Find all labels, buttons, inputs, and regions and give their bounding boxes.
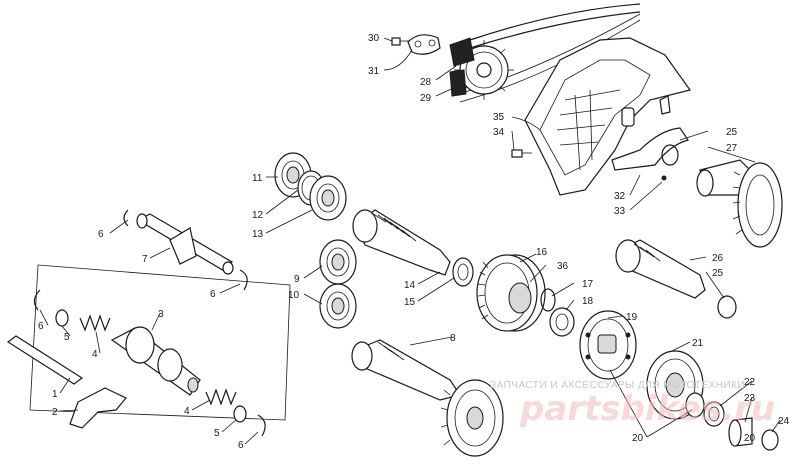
leader-lines <box>39 37 781 445</box>
bearing-10 <box>319 283 357 329</box>
clip-6-bottom <box>257 414 266 437</box>
output-shaft-26 <box>615 239 706 299</box>
shift-rod <box>6 335 84 385</box>
snap-ring-24 <box>761 429 779 451</box>
front-sprocket <box>449 37 514 100</box>
spring-4-top <box>79 314 111 332</box>
washer-5-bottom <box>233 405 247 423</box>
label-26: 26 <box>712 253 724 264</box>
washer-5-top <box>55 309 69 327</box>
label-5-bottom: 5 <box>214 428 220 439</box>
label-3: 3 <box>158 309 164 320</box>
sprocket-cover <box>524 37 692 196</box>
label-24: 24 <box>778 416 790 427</box>
label-6-drum-bottom: 6 <box>238 440 244 451</box>
label-12: 12 <box>252 210 264 221</box>
label-7: 7 <box>142 254 148 265</box>
label-5-top: 5 <box>64 332 70 343</box>
clip-6-left <box>33 289 41 311</box>
callouts: 30 31 28 29 35 34 25 27 32 33 11 12 13 9… <box>38 33 790 451</box>
label-9: 9 <box>294 274 300 285</box>
label-25-bottom: 25 <box>712 268 724 279</box>
watermark-logo: partsbikes.ru <box>519 389 775 429</box>
label-34: 34 <box>493 127 505 138</box>
label-32: 32 <box>614 191 626 202</box>
label-2: 2 <box>52 407 58 418</box>
label-35: 35 <box>493 112 505 123</box>
ring-25-bottom <box>717 295 737 319</box>
label-18: 18 <box>582 296 594 307</box>
bushing-18 <box>549 307 575 337</box>
label-6-drum-left: 6 <box>38 321 44 332</box>
bushing-22 <box>703 401 725 427</box>
label-4-bottom: 4 <box>184 406 190 417</box>
spring-4-bottom <box>205 388 237 406</box>
counter-shaft <box>351 339 504 457</box>
label-6-shaft-top: 6 <box>98 229 104 240</box>
label-29: 29 <box>420 93 432 104</box>
label-27: 27 <box>726 143 738 154</box>
label-21: 21 <box>692 338 704 349</box>
label-11: 11 <box>252 173 263 184</box>
bolt-34 <box>511 149 532 158</box>
label-8: 8 <box>450 333 456 344</box>
washer-15 <box>452 257 474 287</box>
bearing-9 <box>319 239 357 285</box>
retainer-plate <box>407 34 441 55</box>
label-25-top: 25 <box>726 127 738 138</box>
label-28: 28 <box>420 77 432 88</box>
output-shaft-27 <box>696 159 783 248</box>
watermark-caption: ЗАПЧАСТИ И АКСЕССУАРЫ ДЛЯ МОТОТЕХНИКИ <box>490 380 745 391</box>
label-20-left: 20 <box>632 433 644 444</box>
bearing-13 <box>309 175 347 221</box>
label-16: 16 <box>536 247 548 258</box>
shift-drum-box <box>29 264 291 421</box>
label-4-top: 4 <box>92 349 98 360</box>
label-23: 23 <box>744 393 756 404</box>
label-20-right: 20 <box>744 433 756 444</box>
snap-ring-17 <box>540 288 556 312</box>
label-15: 15 <box>404 297 416 308</box>
gear-16 <box>476 254 546 332</box>
label-33: 33 <box>614 206 626 217</box>
shift-fork <box>69 387 127 429</box>
watermark: ЗАПЧАСТИ И АКСЕССУАРЫ ДЛЯ МОТОТЕХНИКИ pa… <box>490 380 775 429</box>
shift-drum <box>110 326 201 396</box>
bearing-23 <box>728 417 753 447</box>
clip-6-top <box>123 209 129 227</box>
clip-6-right <box>239 269 248 291</box>
label-17: 17 <box>582 279 594 290</box>
label-1: 1 <box>52 389 58 400</box>
label-19: 19 <box>626 312 638 323</box>
label-6-shaft-right: 6 <box>210 289 216 300</box>
bracket-32 <box>611 95 689 181</box>
label-30: 30 <box>368 33 380 44</box>
label-22: 22 <box>744 377 756 388</box>
label-13: 13 <box>252 229 264 240</box>
main-shaft <box>352 209 451 276</box>
ring-25-top <box>661 144 679 166</box>
shift-shaft <box>136 213 234 275</box>
bolt-30 <box>391 37 410 46</box>
gear-19 <box>579 310 637 380</box>
label-14: 14 <box>404 280 416 291</box>
label-31: 31 <box>368 66 380 77</box>
label-10: 10 <box>288 290 300 301</box>
label-36: 36 <box>557 261 569 272</box>
